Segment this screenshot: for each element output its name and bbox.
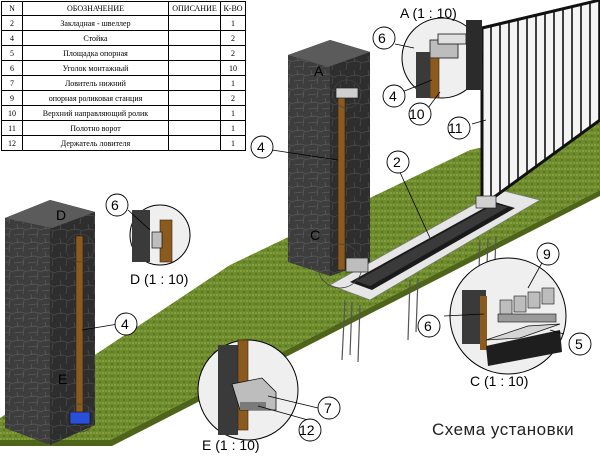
cell-qty: 1 [220, 135, 246, 151]
detail-c-label: C (1 : 10) [470, 373, 528, 389]
cell-name: Стойка [22, 30, 169, 46]
callout-6-right: 6 [424, 318, 432, 334]
callout-balloons [105, 26, 592, 442]
cell-qty: 2 [220, 45, 246, 61]
cell-n: 6 [1, 60, 23, 76]
bracket-a [335, 87, 359, 99]
gate-leaf [480, 0, 600, 208]
callout-2: 2 [393, 154, 401, 170]
cell-n: 7 [1, 75, 23, 91]
cell-name: опорная роликовая станция [22, 90, 169, 106]
right-pillar [288, 40, 370, 289]
detail-e [197, 339, 299, 441]
cell-desc [168, 75, 221, 91]
catcher-bracket [69, 411, 91, 425]
cell-qty: 1 [220, 120, 246, 136]
detail-a [401, 17, 483, 99]
table-header-row: N ОБОЗНАЧЕНИЕ ОПИСАНИЕ К-ВО [1, 1, 246, 16]
channel-inner [356, 204, 508, 286]
header-n: N [1, 1, 23, 16]
cell-desc [168, 90, 221, 106]
cell-qty: 1 [220, 75, 246, 91]
cell-desc [168, 45, 221, 61]
callout-4-top: 4 [389, 88, 397, 104]
cell-n: 2 [1, 15, 23, 31]
header-name: ОБОЗНАЧЕНИЕ [22, 1, 169, 16]
post-right [337, 91, 346, 271]
callout-9: 9 [543, 246, 551, 262]
cell-name: Верхний направляющий ролик [22, 105, 169, 121]
cell-name: Полотно ворот [22, 120, 169, 136]
cell-desc [168, 135, 221, 151]
callout-7: 7 [324, 400, 332, 416]
leader-lines [81, 43, 565, 421]
cell-qty: 2 [220, 30, 246, 46]
cell-n: 11 [1, 120, 23, 136]
lawn-strip [0, 122, 600, 440]
callout-10: 10 [409, 106, 425, 122]
marker-c: C [310, 227, 320, 243]
marker-e-circle [65, 403, 95, 433]
cell-desc [168, 60, 221, 76]
cell-desc [168, 120, 221, 136]
post-left [75, 235, 84, 423]
cell-desc [168, 15, 221, 31]
cell-n: 9 [1, 90, 23, 106]
cell-qty: 1 [220, 105, 246, 121]
header-qty: К-ВО [220, 1, 246, 16]
roller-bracket [345, 257, 369, 273]
gate-roller-base [475, 195, 497, 209]
callout-12: 12 [299, 422, 315, 438]
cell-n: 5 [1, 45, 23, 61]
cell-name: Уголок монтажный [22, 60, 169, 76]
detail-e-label: E (1 : 10) [202, 437, 260, 453]
detail-a-label: A (1 : 10) [400, 5, 457, 21]
header-desc: ОПИСАНИЕ [168, 1, 221, 16]
cell-n: 4 [1, 30, 23, 46]
cell-name: Площадка опорная [22, 45, 169, 61]
cell-desc [168, 30, 221, 46]
cell-n: 12 [1, 135, 23, 151]
cell-name: Ловитель нижний [22, 75, 169, 91]
callout-4-mid: 4 [257, 139, 265, 155]
callout-11: 11 [448, 120, 463, 136]
marker-e: E [58, 371, 67, 387]
cell-name: Закладная - швеллер [22, 15, 169, 31]
detail-c [449, 257, 567, 375]
callout-6-left: 6 [111, 197, 119, 213]
callout-5: 5 [575, 336, 583, 352]
cell-n: 10 [1, 105, 23, 121]
diagram-caption: Схема установки [432, 420, 575, 439]
detail-d [129, 204, 191, 266]
marker-d-circle [65, 233, 95, 263]
marker-a: A [314, 63, 324, 79]
left-pillar [5, 200, 95, 445]
marker-d: D [56, 207, 66, 223]
cell-desc [168, 105, 221, 121]
cell-qty: 10 [220, 60, 246, 76]
detail-d-label: D (1 : 10) [130, 271, 188, 287]
cell-qty: 2 [220, 90, 246, 106]
marker-a-circle [332, 79, 362, 109]
cell-name: Держатель ловителя [22, 135, 169, 151]
cell-qty: 1 [220, 15, 246, 31]
callout-4-left: 4 [121, 316, 129, 332]
callout-6-top: 6 [378, 30, 386, 46]
